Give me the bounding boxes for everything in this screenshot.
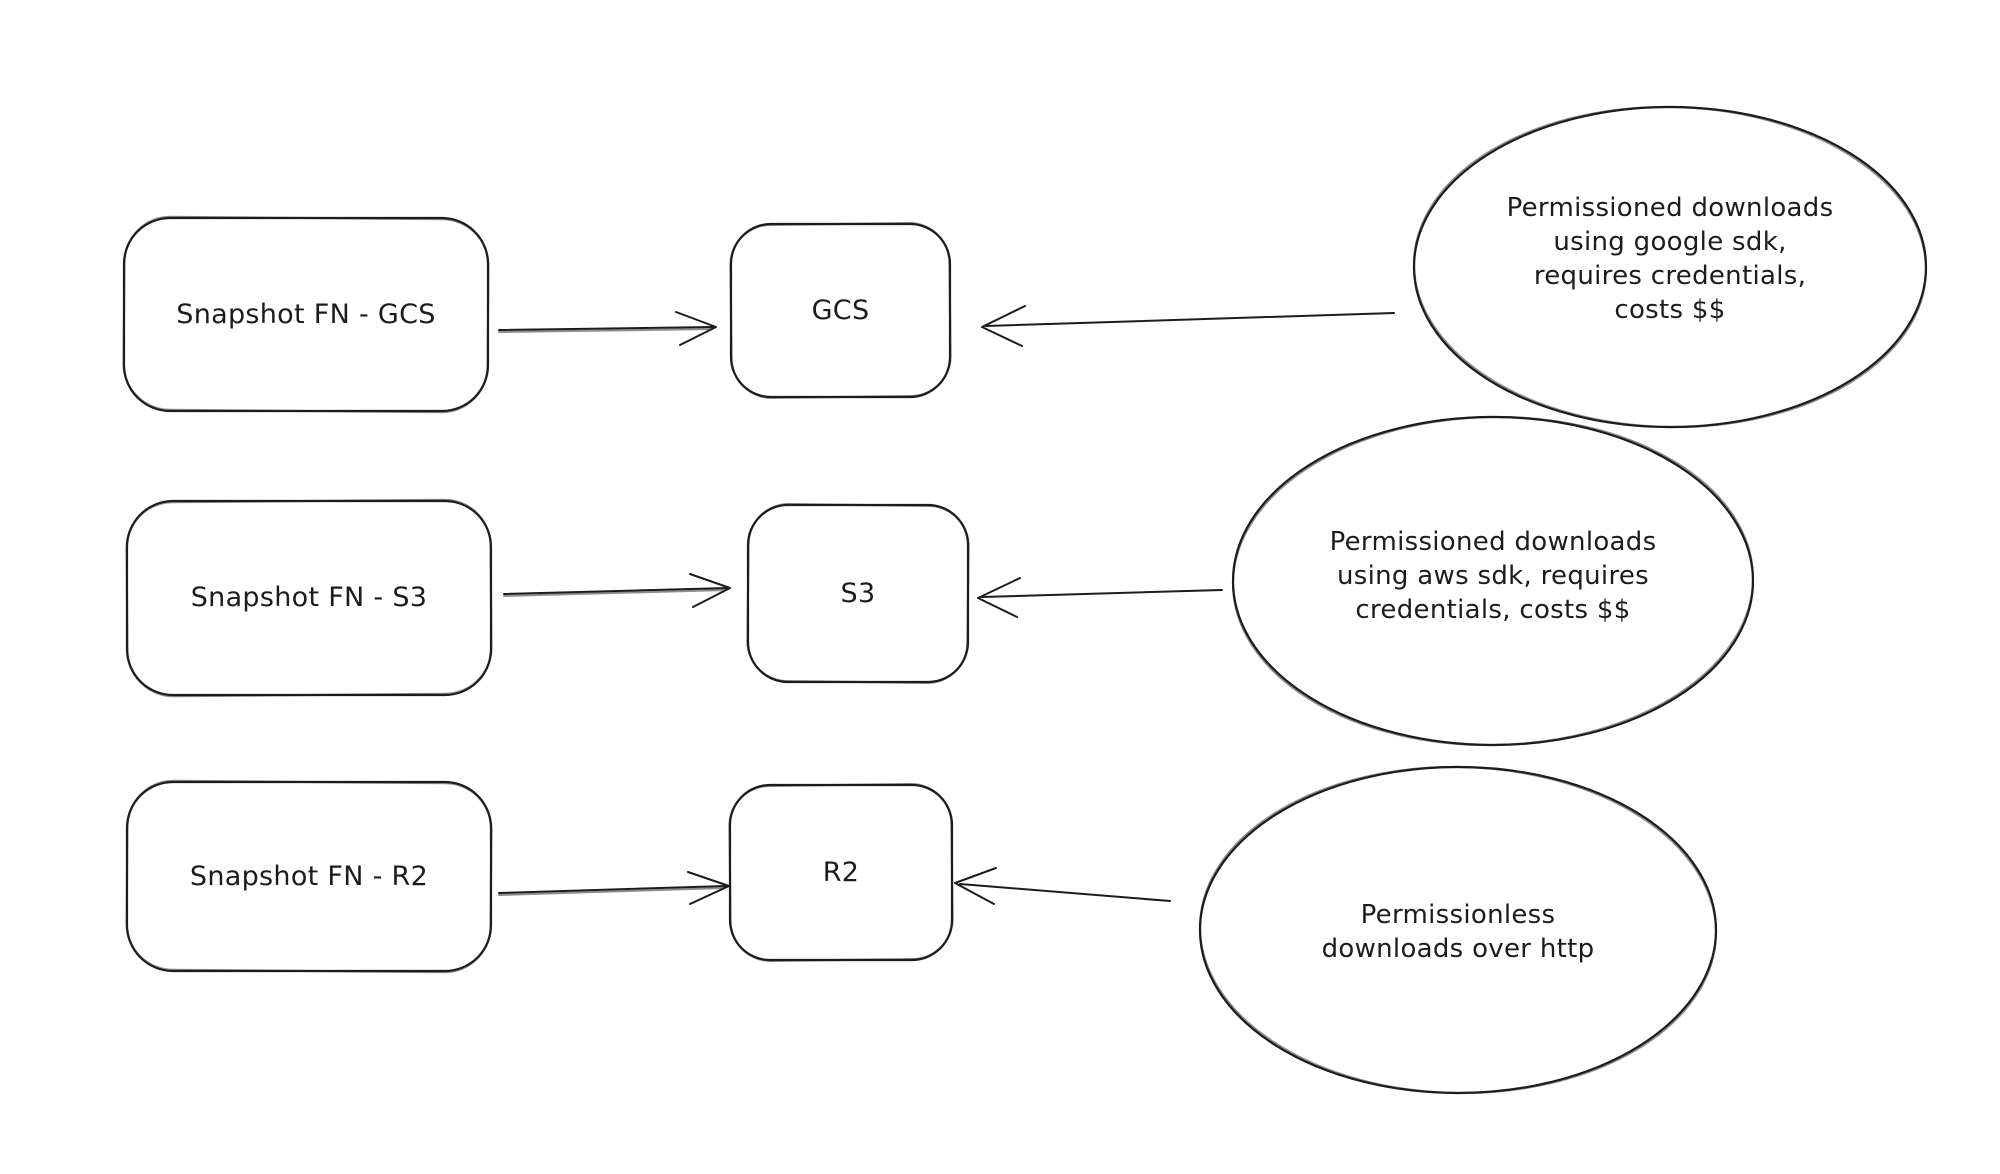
- arrow-snapshot-fn-s3-to-s3: [503, 573, 731, 608]
- note-gcs-text: Permissioned downloads using google sdk,…: [1506, 193, 1834, 325]
- node-r2-label: R2: [822, 856, 860, 888]
- node-snapshot-fn-gcs-label: Snapshot FN - GCS: [176, 298, 436, 330]
- note-ellipse-r2-shape: [1198, 765, 1718, 1095]
- node-r2-shape: [728, 783, 954, 962]
- node-snapshot-fn-r2-shape: [125, 779, 493, 974]
- arrow-snapshot-fn-gcs-to-gcs: [498, 311, 717, 346]
- note-s3-text: Permissioned downloads using aws sdk, re…: [1329, 527, 1657, 625]
- node-snapshot-fn-s3-shape: [125, 498, 493, 698]
- node-s3-label: S3: [840, 577, 876, 609]
- note-ellipse-gcs-shape: [1412, 105, 1928, 429]
- arrow-note-r2-to-r2: [954, 867, 1171, 905]
- node-gcs-label: GCS: [811, 294, 870, 326]
- node-snapshot-fn-gcs-shape: [122, 215, 490, 414]
- node-gcs-shape: [729, 222, 952, 399]
- arrow-note-gcs-to-gcs: [981, 305, 1395, 347]
- arrow-note-s3-to-s3: [977, 577, 1223, 618]
- note-ellipse-s3-shape: [1231, 415, 1755, 747]
- node-snapshot-fn-r2-label: Snapshot FN - R2: [189, 860, 429, 892]
- node-s3-shape: [746, 503, 970, 684]
- note-r2-text: Permissionless downloads over http: [1321, 900, 1595, 964]
- arrow-snapshot-fn-r2-to-r2: [498, 871, 730, 905]
- node-snapshot-fn-s3-label: Snapshot FN - S3: [190, 582, 428, 613]
